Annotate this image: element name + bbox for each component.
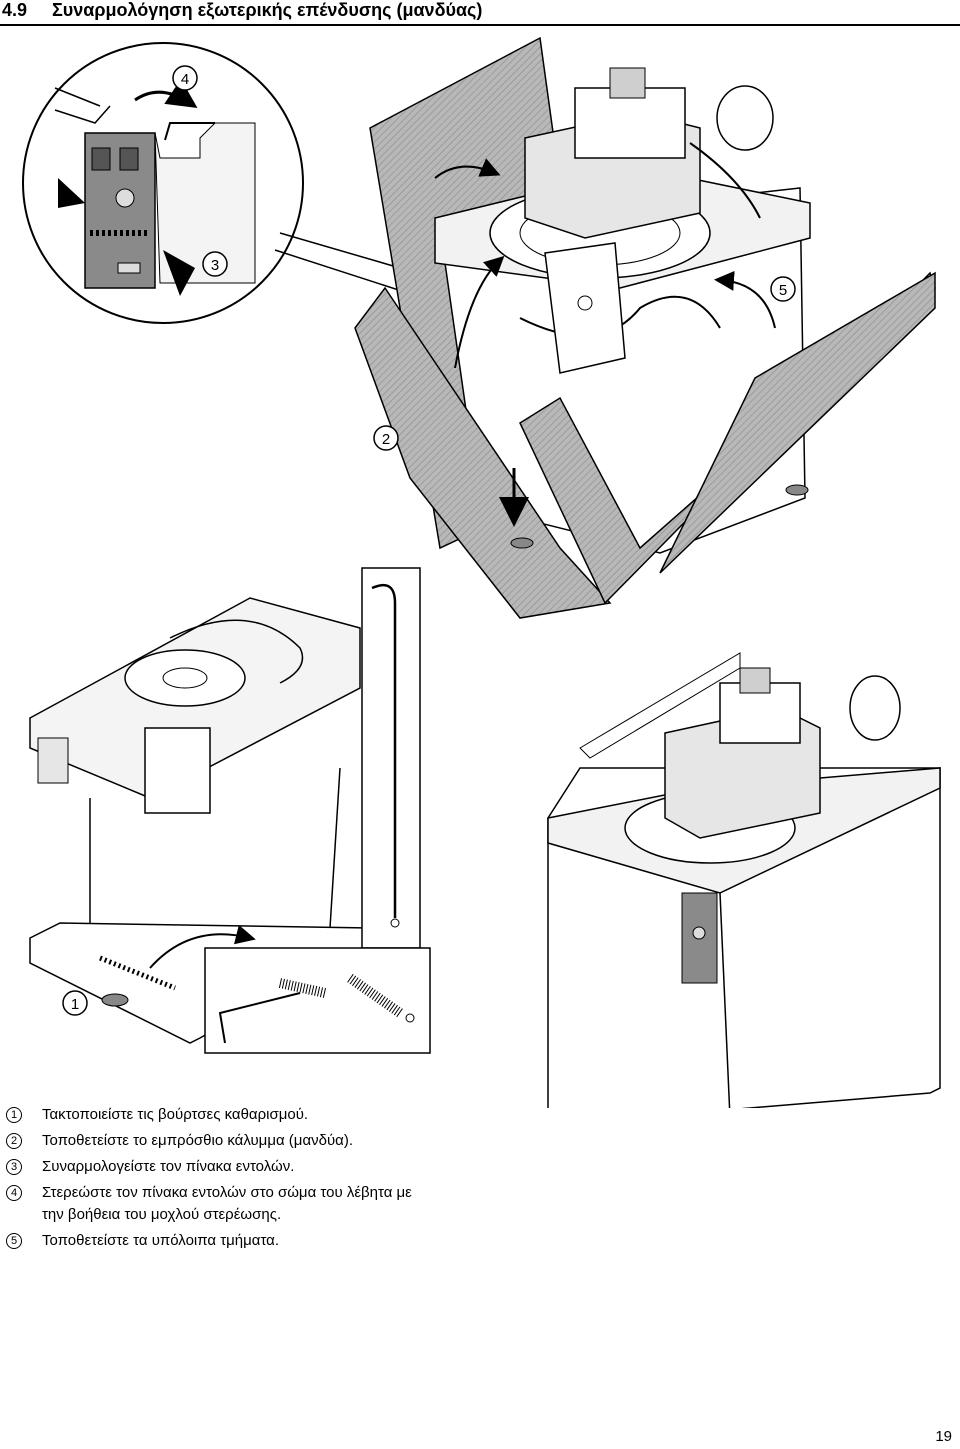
callout-1: 1 bbox=[62, 990, 88, 1016]
boiler-exploded-view bbox=[354, 36, 936, 619]
callout-4: 4 bbox=[172, 65, 198, 91]
step-5: 5 Τοποθετείστε τα υπόλοιπα τμήματα. bbox=[6, 1228, 566, 1254]
svg-text:2: 2 bbox=[382, 431, 390, 448]
step-4: 4 Στερεώστε τον πίνακα εντολών στο σώμα … bbox=[6, 1180, 566, 1228]
step-text: Στερεώστε τον πίνακα εντολών στο σώμα το… bbox=[42, 1184, 412, 1201]
detail-circle-control-panel bbox=[22, 42, 511, 327]
section-number: 4.9 bbox=[2, 0, 28, 20]
boiler-assembled-view bbox=[547, 652, 941, 1108]
svg-text:3: 3 bbox=[211, 257, 219, 274]
page-number: 19 bbox=[935, 1428, 952, 1445]
callout-5: 5 bbox=[770, 276, 796, 302]
brushes-inset bbox=[204, 947, 431, 1054]
svg-text:1: 1 bbox=[71, 996, 79, 1013]
step-list: 1 Τακτοποιείστε τις βούρτσες καθαρισμού.… bbox=[6, 1102, 566, 1254]
step-text-continued: την βοήθεια του μοχλού στερέωσης. bbox=[42, 1206, 282, 1223]
cleaning-rod bbox=[361, 567, 421, 949]
step-marker: 3 bbox=[6, 1159, 22, 1175]
callout-3: 3 bbox=[202, 251, 228, 277]
svg-text:5: 5 bbox=[779, 282, 787, 299]
step-1: 1 Τακτοποιείστε τις βούρτσες καθαρισμού. bbox=[6, 1102, 566, 1128]
step-marker: 5 bbox=[6, 1233, 22, 1249]
step-3: 3 Συναρμολογείστε τον πίνακα εντολών. bbox=[6, 1154, 566, 1180]
step-2: 2 Τοποθετείστε το εμπρόσθιο κάλυμμα (μαν… bbox=[6, 1128, 566, 1154]
step-text: Τοποθετείστε το εμπρόσθιο κάλυμμα (μανδύ… bbox=[42, 1132, 354, 1149]
step-text: Συναρμολογείστε τον πίνακα εντολών. bbox=[42, 1158, 295, 1175]
section-header: 4.9 Συναρμολόγηση εξωτερικής επένδυσης (… bbox=[0, 0, 960, 26]
callout-2: 2 bbox=[373, 425, 399, 451]
step-marker: 4 bbox=[6, 1185, 22, 1201]
step-text: Τοποθετείστε τα υπόλοιπα τμήματα. bbox=[42, 1232, 279, 1249]
step-text: Τακτοποιείστε τις βούρτσες καθαρισμού. bbox=[42, 1106, 309, 1123]
step-marker: 1 bbox=[6, 1107, 22, 1123]
section-title: Συναρμολόγηση εξωτερικής επένδυσης (μανδ… bbox=[52, 0, 483, 20]
assembly-illustration: 4 3 bbox=[22, 36, 941, 1108]
step-marker: 2 bbox=[6, 1133, 22, 1149]
svg-text:4: 4 bbox=[181, 71, 189, 88]
